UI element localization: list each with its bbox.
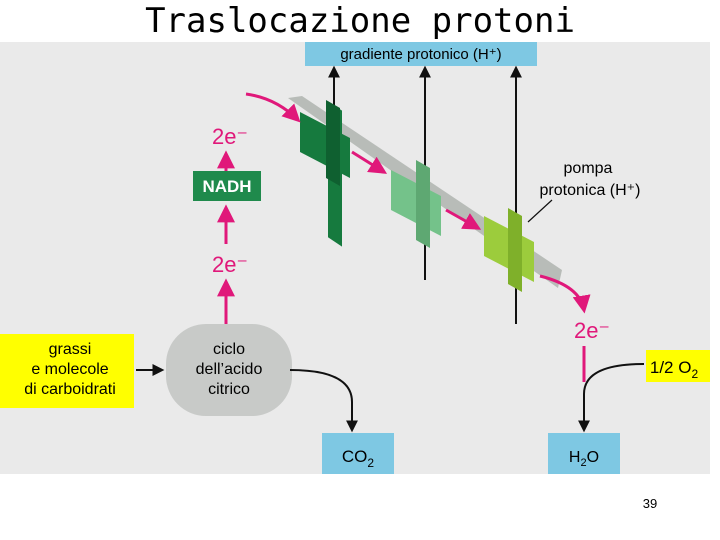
- electron-arrow-into-complex1: [245, 92, 301, 123]
- co2-label: CO2: [342, 447, 375, 470]
- nadh-label: NADH: [202, 177, 251, 196]
- page-number: 39: [642, 496, 658, 511]
- water-o: O: [587, 449, 599, 466]
- citric-cycle-oval: [166, 324, 292, 416]
- oxygen-subscript: 2: [691, 367, 698, 381]
- nutrients-box: [0, 334, 134, 408]
- nutrients-label-line2: e molecole: [31, 361, 108, 378]
- figure-background: [0, 42, 710, 474]
- water-box: [548, 433, 620, 474]
- electron-arrow-2-3: [445, 208, 482, 230]
- complex-2: [391, 160, 441, 248]
- electron-arrow-1-2: [351, 150, 388, 174]
- water-label: H2O: [569, 449, 599, 469]
- water-h: H: [569, 449, 581, 466]
- gradient-label: gradiente protonico (H⁺): [340, 46, 501, 63]
- oxygen-box: [646, 350, 710, 382]
- pump-label-line1: pompa: [564, 160, 613, 177]
- electrons-label-middle: 2e⁻: [212, 252, 248, 277]
- pump-label-line2: protonica (H⁺): [540, 182, 641, 199]
- cycle-label-line3: citrico: [208, 381, 250, 398]
- complex-3: [484, 208, 534, 292]
- pump-pointer-line: [527, 199, 553, 223]
- co2-main: CO: [342, 447, 368, 466]
- water-subscript: 2: [580, 457, 586, 469]
- nadh-box: [193, 171, 261, 201]
- slide-title: Traslocazione protoni: [145, 1, 575, 41]
- arrow-cycle-to-co2: [289, 369, 358, 433]
- electrons-label-right: 2e⁻: [574, 318, 610, 343]
- nutrients-label-line3: di carboidrati: [24, 381, 116, 398]
- oxygen-label: 1/2 O2: [650, 358, 699, 381]
- complex-1: [300, 100, 350, 247]
- cycle-label-line1: ciclo: [213, 341, 245, 358]
- electron-transport-diagram: gradiente protonico (H⁺) 2e⁻ 2e⁻ 2e⁻ NAD…: [0, 42, 710, 474]
- nutrients-label-line1: grassi: [49, 341, 92, 358]
- gradient-box: [305, 42, 537, 66]
- electrons-label-top: 2e⁻: [212, 124, 248, 149]
- cycle-label-line2: dell’acido: [196, 361, 263, 378]
- co2-box: [322, 433, 394, 474]
- arrow-oxygen-to-water: [578, 363, 645, 433]
- electron-arrow-out-complex3: [539, 274, 591, 314]
- oxygen-main: 1/2 O: [650, 358, 692, 377]
- co2-subscript: 2: [367, 456, 374, 470]
